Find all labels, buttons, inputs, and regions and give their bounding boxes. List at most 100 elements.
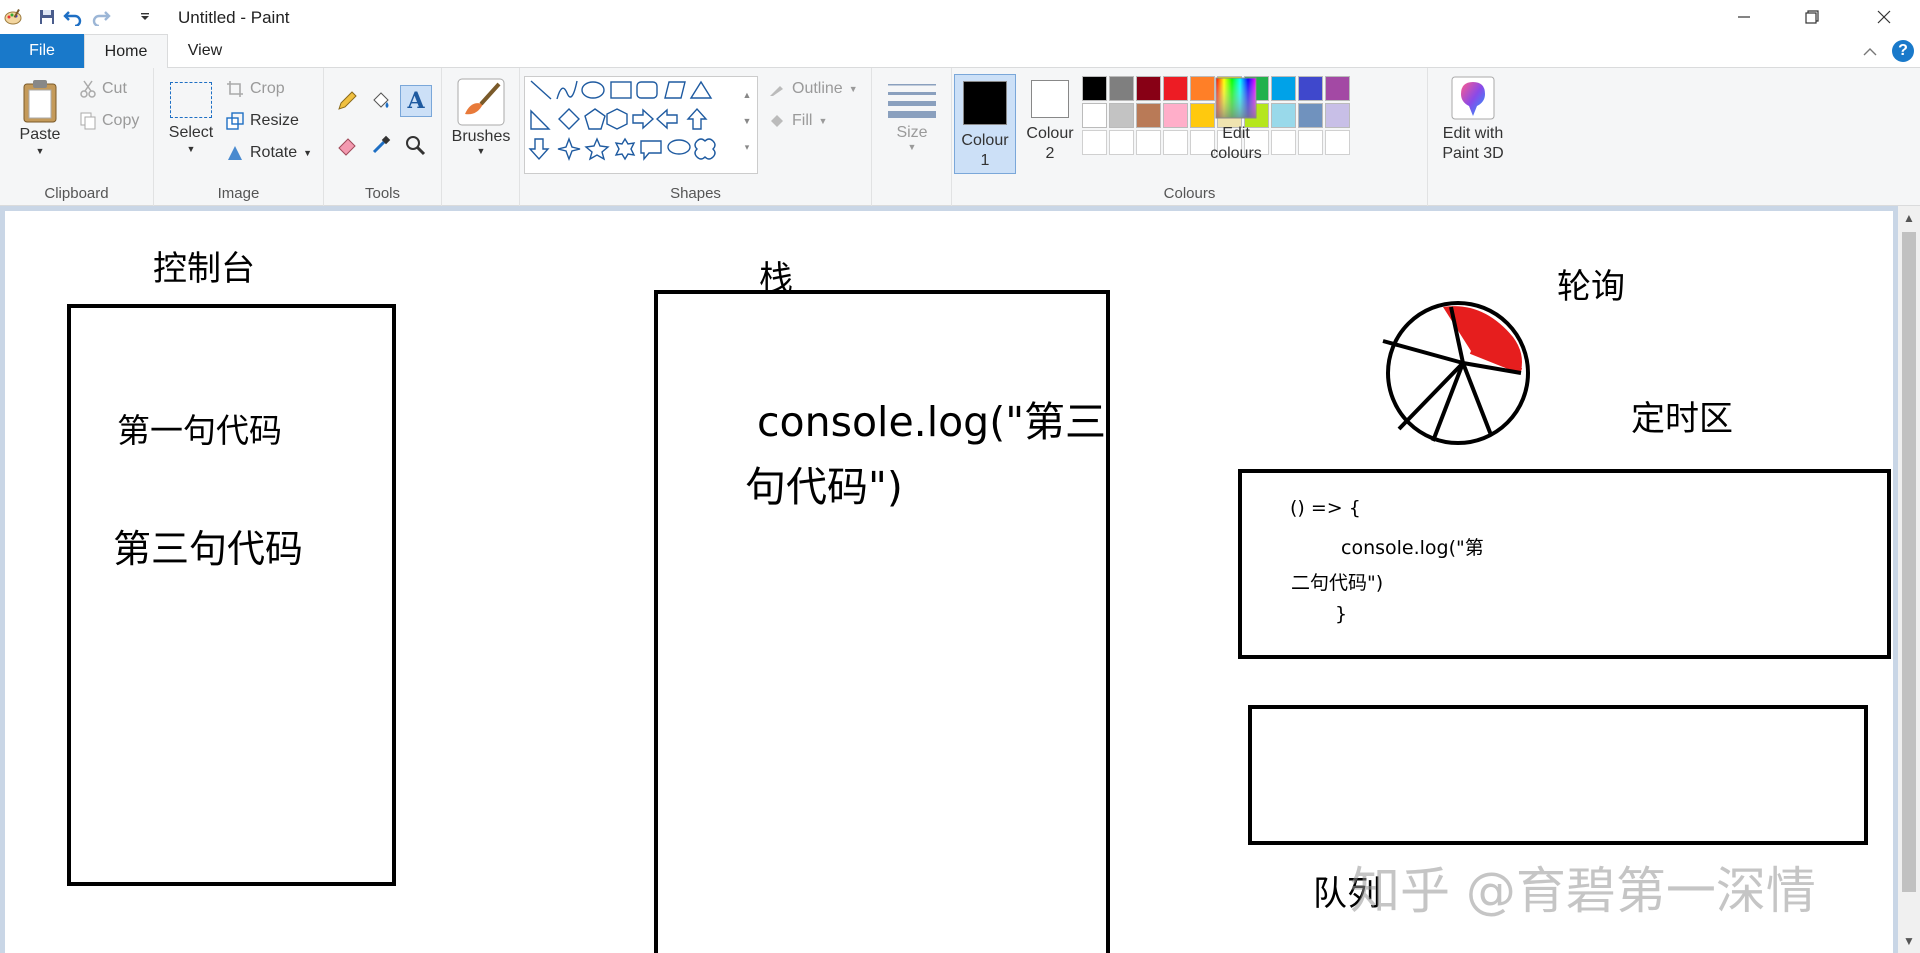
custom-colour-slot[interactable] [1082, 130, 1107, 155]
image-group-label: Image [217, 185, 260, 202]
eraser-icon[interactable] [334, 132, 360, 158]
rotate-button[interactable]: Rotate ▼ [226, 144, 312, 162]
resize-label: Resize [250, 112, 299, 129]
tools-group: A Tools [324, 68, 442, 206]
outline-label: Outline [792, 80, 843, 97]
timer-code-3: 二句代码") [1291, 572, 1384, 594]
ribbon-tabs: File Home View ? [0, 34, 1920, 69]
palette-colour-swatch[interactable] [1190, 103, 1215, 128]
custom-colour-slot[interactable] [1109, 130, 1134, 155]
size-button[interactable]: Size ▼ [884, 82, 940, 152]
collapse-ribbon-icon[interactable] [1860, 42, 1880, 62]
canvas-area: 控制台 第一句代码 第三句代码 栈 console.log("第三 句代码") … [0, 206, 1920, 953]
save-icon[interactable] [36, 6, 58, 28]
rotate-label: Rotate [250, 144, 298, 161]
pencil-icon[interactable] [334, 88, 360, 114]
scroll-up-icon[interactable]: ▲ [1903, 211, 1915, 225]
shapes-gallery-icons [528, 80, 716, 161]
undo-icon[interactable] [62, 6, 84, 28]
rotate-icon [228, 146, 242, 160]
stack-line-2: 句代码") [745, 463, 903, 511]
edit-colours-label-2: colours [1210, 145, 1262, 162]
edit-colours-button[interactable]: Edit colours [1188, 76, 1284, 176]
fill-button[interactable]: Fill ▼ [768, 112, 827, 130]
palette-colour-swatch[interactable] [1109, 76, 1134, 101]
colours-group: Colour 1 Colour 2 Edit colours Colours [952, 68, 1428, 206]
palette-colour-swatch[interactable] [1136, 76, 1161, 101]
crop-button[interactable]: Crop [226, 80, 285, 98]
palette-colour-swatch[interactable] [1271, 76, 1296, 101]
shapes-group-label: Shapes [670, 185, 721, 202]
rotate-dropdown-icon[interactable]: ▼ [303, 148, 313, 158]
colour-picker-icon[interactable] [368, 132, 394, 158]
brush-icon [457, 78, 505, 126]
custom-colour-slot[interactable] [1190, 130, 1215, 155]
tab-home[interactable]: Home [84, 34, 168, 69]
copy-label: Copy [102, 112, 140, 129]
paste-dropdown-icon[interactable]: ▼ [35, 146, 45, 156]
cut-label: Cut [102, 80, 127, 97]
restore-button[interactable] [1778, 0, 1846, 34]
outline-icon [770, 86, 783, 96]
redo-icon[interactable] [90, 6, 112, 28]
drawing-canvas[interactable]: 控制台 第一句代码 第三句代码 栈 console.log("第三 句代码") … [5, 211, 1893, 953]
select-dropdown-icon[interactable]: ▼ [186, 144, 196, 154]
palette-colour-swatch[interactable] [1271, 103, 1296, 128]
palette-colour-swatch[interactable] [1298, 103, 1323, 128]
palette-colour-swatch[interactable] [1109, 103, 1134, 128]
magnifier-icon[interactable] [402, 132, 428, 158]
colour-2-button[interactable]: Colour 2 [1020, 80, 1080, 176]
palette-colour-swatch[interactable] [1325, 103, 1350, 128]
custom-colour-slot[interactable] [1325, 130, 1350, 155]
tab-view[interactable]: View [187, 42, 223, 59]
custom-colour-slot[interactable] [1271, 130, 1296, 155]
shapes-group: ▲▼▾ Outline ▼ Fill ▼ Shapes [520, 68, 872, 206]
select-button[interactable]: Select ▼ [166, 82, 216, 154]
custom-colour-slot[interactable] [1136, 130, 1161, 155]
brushes-button[interactable]: Brushes ▼ [452, 78, 510, 156]
custom-colour-slot[interactable] [1217, 130, 1242, 155]
palette-colour-swatch[interactable] [1298, 76, 1323, 101]
close-button[interactable] [1850, 0, 1918, 34]
palette-colour-swatch[interactable] [1190, 76, 1215, 101]
palette-colour-swatch[interactable] [1325, 76, 1350, 101]
minimize-button[interactable] [1710, 0, 1778, 34]
colour-1-number: 1 [980, 152, 990, 169]
outline-button[interactable]: Outline ▼ [768, 80, 858, 98]
paint3d-label-1: Edit with [1442, 125, 1504, 142]
custom-colour-slot[interactable] [1163, 130, 1188, 155]
colour-2-number: 2 [1045, 145, 1055, 162]
palette-colour-swatch[interactable] [1163, 76, 1188, 101]
shapes-scroll-icon[interactable]: ▲▼▾ [742, 90, 752, 152]
scrollbar-thumb[interactable] [1902, 232, 1916, 892]
brushes-dropdown-icon[interactable]: ▼ [476, 146, 486, 156]
palette-colour-swatch[interactable] [1082, 76, 1107, 101]
custom-colour-slot[interactable] [1298, 130, 1323, 155]
timer-code-4: } [1335, 603, 1348, 625]
clipboard-group-label: Clipboard [44, 185, 109, 202]
palette-colour-swatch[interactable] [1136, 103, 1161, 128]
customize-quick-access-icon[interactable] [138, 6, 152, 28]
text-tool-icon[interactable]: A [400, 85, 432, 117]
tools-group-label: Tools [364, 185, 401, 202]
crop-icon [227, 81, 243, 97]
resize-button[interactable]: Resize [226, 112, 299, 130]
vertical-scrollbar[interactable]: ▲ ▼ [1898, 206, 1920, 953]
copy-button[interactable]: Copy [80, 112, 139, 130]
palette-colour-swatch[interactable] [1082, 103, 1107, 128]
edit-with-paint3d-button[interactable]: Edit with Paint 3D [1432, 76, 1514, 176]
scroll-down-icon[interactable]: ▼ [1903, 934, 1915, 948]
help-icon[interactable]: ? [1892, 40, 1914, 62]
size-dropdown-icon: ▼ [907, 142, 917, 152]
tab-file[interactable]: File [0, 34, 84, 68]
palette-colour-swatch[interactable] [1163, 103, 1188, 128]
custom-colour-slot[interactable] [1244, 130, 1269, 155]
fill-icon [771, 115, 783, 127]
colour-1-button[interactable]: Colour 1 [954, 74, 1016, 174]
paste-button[interactable]: Paste ▼ [12, 78, 68, 156]
cut-button[interactable]: Cut [80, 80, 127, 98]
paint-app-icon[interactable] [2, 6, 24, 28]
fill-bucket-icon[interactable] [368, 88, 394, 114]
console-line-2: 第三句代码 [113, 527, 304, 571]
size-group: Size ▼ [872, 68, 952, 206]
